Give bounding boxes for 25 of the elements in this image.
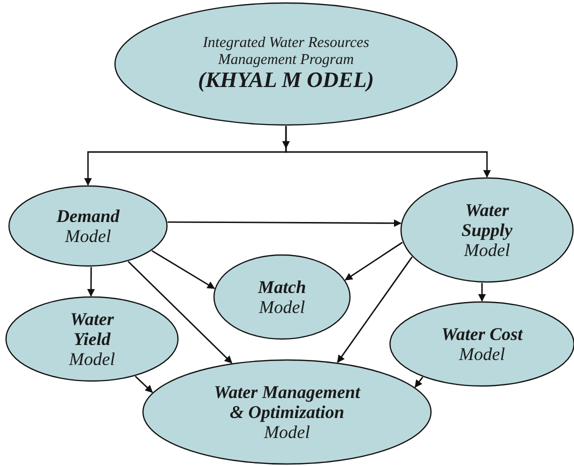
- node-subtitle: Model: [264, 422, 310, 442]
- arrow: [337, 256, 413, 363]
- node-subtitle: Model: [69, 349, 115, 370]
- node-subtitle: Model: [259, 297, 305, 318]
- arrow: [87, 266, 95, 297]
- arrow: [134, 376, 153, 393]
- node-title: Integrated Water Resources Management Program: [202, 34, 370, 68]
- node-title: Water Management & Optimization: [212, 382, 362, 422]
- arrow: [478, 282, 486, 302]
- arrow: [151, 250, 216, 290]
- arrow: [285, 126, 491, 178]
- arrow: [168, 219, 402, 228]
- node-subtitle: Model: [459, 344, 505, 364]
- arrow: [344, 242, 403, 280]
- node-title: Match: [258, 276, 306, 297]
- node-title: Water Cost: [441, 324, 523, 344]
- node-subtitle: (KHYAL M ODEL): [198, 68, 374, 94]
- arrow: [414, 376, 424, 388]
- node-title: Water Supply: [460, 200, 514, 240]
- arrow: [282, 140, 290, 149]
- node-subtitle: Model: [464, 240, 510, 260]
- node-title: Demand: [56, 206, 120, 226]
- arrow: [128, 260, 232, 364]
- node-title: Water Yield: [69, 308, 115, 350]
- node-subtitle: Model: [65, 226, 111, 246]
